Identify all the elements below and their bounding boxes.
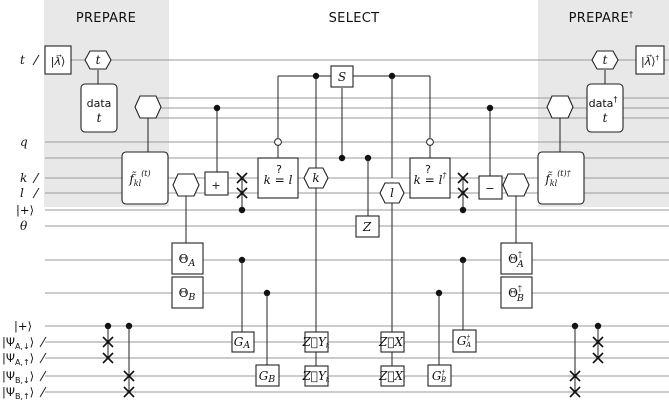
svg-text:?: ?	[276, 163, 282, 176]
wire-labels: t q k l |+⟩ θ |+⟩ |ΨA,↓⟩ |ΨA,↑⟩ |ΨB,↓⟩ |…	[2, 53, 34, 400]
label-psi-a-up: |ΨA,↑⟩	[2, 351, 34, 367]
svg-text:Z⃗Xl: Z⃗Xl	[378, 335, 405, 350]
svg-text:Z: Z	[362, 220, 372, 234]
lambda-input-box	[44, 45, 72, 75]
z-gate	[355, 215, 380, 238]
theta-b-dagger-label: Θ†B	[508, 284, 524, 304]
k-eq-l-label: k = l	[264, 173, 293, 187]
lambda-input-label: |λ⃗⟩	[51, 54, 66, 68]
swap-k-l-2	[457, 172, 469, 199]
theta-a-box	[171, 242, 204, 275]
svg-text:+: +	[211, 179, 220, 192]
theta-hexagon	[172, 173, 200, 197]
label-t: t	[20, 53, 25, 67]
zy-k-gate-2	[304, 365, 329, 387]
swap-k-l	[236, 172, 248, 199]
svg-text:data: data	[87, 97, 112, 110]
s-gate	[330, 65, 354, 88]
theta-b-box	[171, 276, 204, 309]
data-box	[80, 83, 118, 133]
prepare-title: PREPARE	[76, 11, 136, 26]
svg-text:t: t	[603, 53, 608, 67]
f-kl-box	[121, 151, 169, 205]
svg-text:t: t	[97, 111, 102, 125]
k-eq-l-gate	[257, 157, 299, 199]
svg-text:l: l	[390, 186, 394, 200]
lambda-output-box	[635, 45, 665, 75]
bundle-slashes	[32, 54, 47, 398]
t-hexagon	[84, 50, 112, 70]
label-psi-b-down: |ΨB,↓⟩	[2, 369, 34, 385]
svg-text:?: ?	[425, 163, 431, 176]
svg-text:−: −	[485, 182, 494, 195]
k-hexagon	[303, 167, 329, 189]
k-eq-l-dagger-gate	[409, 157, 451, 199]
select-title: SELECT	[329, 11, 380, 26]
label-l: l	[20, 186, 24, 200]
g-a-gate	[231, 331, 255, 353]
svg-text:G†A: G†A	[457, 334, 471, 349]
svg-text:G†B: G†B	[432, 369, 446, 384]
f-kl-dagger-box	[537, 151, 585, 205]
theta-dagger-hexagon	[502, 173, 530, 197]
select-gates: + S k = l ? k Z	[204, 65, 503, 387]
prepare-hexagon	[134, 95, 162, 119]
svg-text:t: t	[96, 53, 101, 67]
prepare-dagger-title: PREPARE†	[569, 10, 634, 26]
theta-b-dagger-box	[500, 276, 533, 309]
minus-gate	[478, 175, 503, 200]
prepare-dagger-hexagon	[546, 95, 574, 119]
svg-text:k: k	[312, 171, 319, 185]
label-theta: θ	[20, 219, 28, 233]
g-b-gate	[255, 364, 280, 387]
l-hexagon	[379, 182, 405, 204]
label-plus2: |+⟩	[14, 319, 32, 333]
svg-text:t: t	[603, 111, 608, 125]
g-a-dagger-gate	[452, 329, 477, 353]
svg-text:Z⃗Yk: Z⃗Yk	[301, 369, 329, 384]
data-dagger-label: data†	[589, 95, 618, 110]
label-plus: |+⟩	[16, 203, 34, 217]
label-psi-b-up: |ΨB,↑⟩	[2, 385, 34, 400]
prepare-dagger-gates: Θ†A Θ†B f̃kl(t)† data† t t |λ⃗⟩†	[500, 45, 665, 309]
label-k: k	[20, 171, 27, 185]
svg-text:S: S	[338, 70, 346, 84]
svg-text:Z⃗Xl: Z⃗Xl	[378, 369, 405, 384]
label-q: q	[20, 135, 28, 149]
lambda-output-label: |λ⃗⟩†	[641, 54, 660, 68]
plus-gate	[204, 171, 229, 196]
g-b-dagger-gate	[427, 364, 452, 387]
svg-text:Z⃗Yk: Z⃗Yk	[301, 335, 329, 350]
t-dagger-hexagon	[591, 50, 619, 70]
label-psi-a-down: |ΨA,↓⟩	[2, 335, 34, 351]
zx-l-gate-2	[380, 365, 405, 387]
swap-networks	[102, 322, 604, 398]
k-eq-l-dagger-label: k = l†	[414, 171, 448, 187]
theta-a-dagger-label: Θ†A	[508, 250, 524, 270]
theta-a-dagger-box	[500, 242, 533, 275]
prepare-gates: |λ⃗⟩ t data t f̃kl(t) ΘA ΘB	[44, 45, 204, 309]
